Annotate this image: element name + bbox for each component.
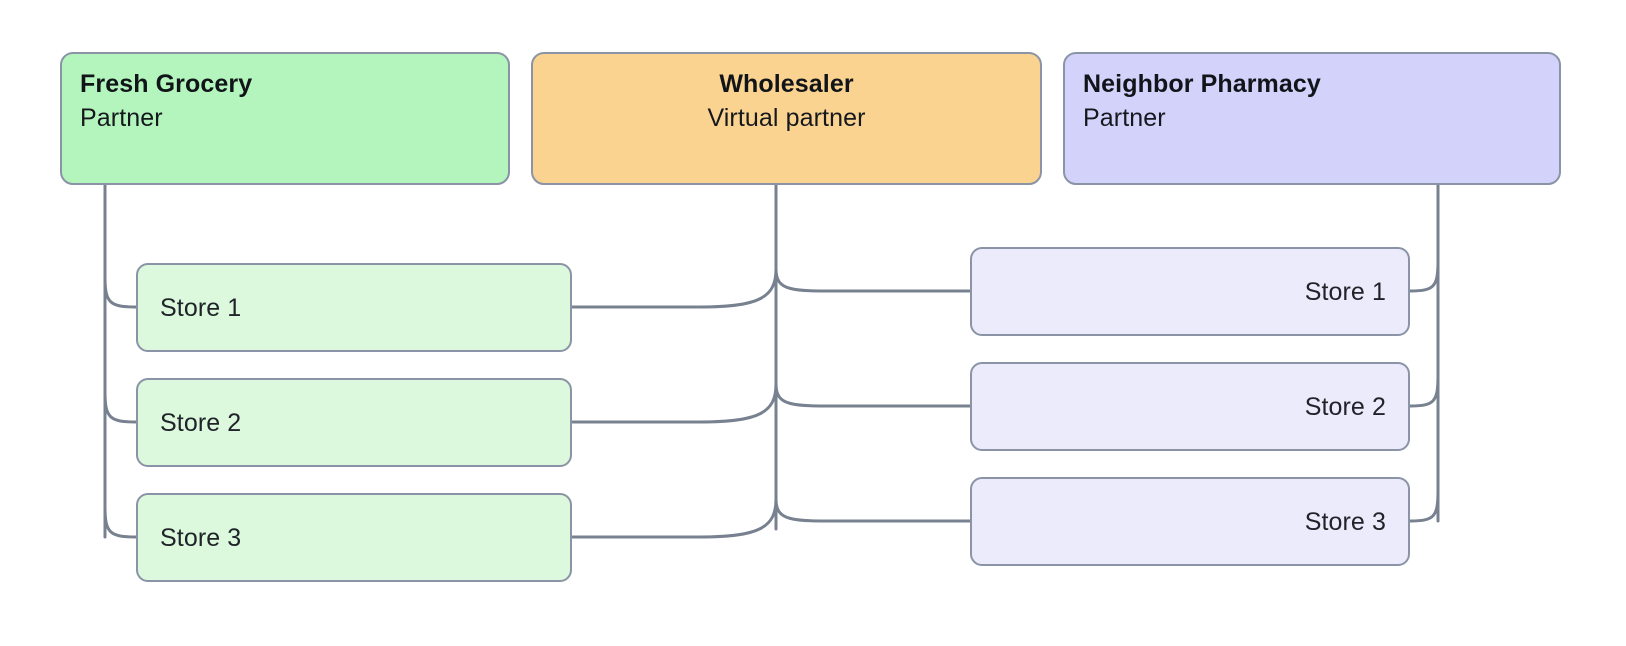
edge-left-branch-2 bbox=[103, 390, 138, 424]
edge-left-branch-1 bbox=[103, 275, 138, 309]
node-fresh-grocery[interactable]: Fresh Grocery Partner bbox=[60, 52, 510, 185]
node-label: Store 2 bbox=[1304, 392, 1386, 421]
node-subtitle: Virtual partner bbox=[707, 103, 866, 132]
node-title: Wholesaler bbox=[719, 70, 854, 98]
edge-center-left-2 bbox=[570, 382, 778, 424]
node-title: Fresh Grocery bbox=[80, 70, 253, 98]
edge-center-right-1 bbox=[774, 267, 972, 293]
edge-right-branch-3 bbox=[1408, 489, 1440, 523]
edge-left-branch-3 bbox=[103, 505, 138, 539]
node-title: Neighbor Pharmacy bbox=[1083, 70, 1321, 98]
node-label: Store 3 bbox=[160, 523, 242, 552]
node-neighbor-pharmacy-store-1[interactable]: Store 1 bbox=[970, 247, 1410, 336]
node-fresh-grocery-store-2[interactable]: Store 2 bbox=[136, 378, 572, 467]
edge-right-branch-2 bbox=[1408, 374, 1440, 408]
node-label: Store 3 bbox=[1304, 507, 1386, 536]
edge-center-left-1 bbox=[570, 267, 778, 309]
node-neighbor-pharmacy-store-2[interactable]: Store 2 bbox=[970, 362, 1410, 451]
edge-center-right-3 bbox=[774, 497, 972, 523]
node-label: Store 1 bbox=[160, 293, 242, 322]
edge-center-right-2 bbox=[774, 382, 972, 408]
node-subtitle: Partner bbox=[80, 103, 163, 132]
node-neighbor-pharmacy[interactable]: Neighbor Pharmacy Partner bbox=[1063, 52, 1561, 185]
node-fresh-grocery-store-3[interactable]: Store 3 bbox=[136, 493, 572, 582]
node-label: Store 2 bbox=[160, 408, 242, 437]
edge-center-left-3 bbox=[570, 497, 778, 539]
node-neighbor-pharmacy-store-3[interactable]: Store 3 bbox=[970, 477, 1410, 566]
node-label: Store 1 bbox=[1304, 277, 1386, 306]
node-subtitle: Partner bbox=[1083, 103, 1166, 132]
edge-right-branch-1 bbox=[1408, 259, 1440, 293]
node-fresh-grocery-store-1[interactable]: Store 1 bbox=[136, 263, 572, 352]
node-wholesaler[interactable]: Wholesaler Virtual partner bbox=[531, 52, 1042, 185]
